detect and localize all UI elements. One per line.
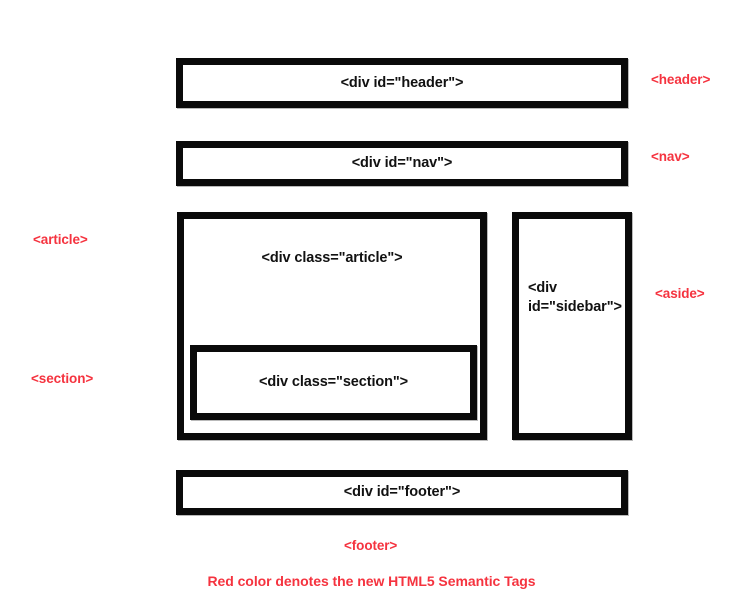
box-article-label: <div class="article">	[261, 250, 403, 266]
semantic-tag-article: <article>	[33, 232, 88, 247]
semantic-tag-section: <section>	[31, 371, 94, 386]
box-nav: <div id="nav">	[176, 141, 628, 186]
box-section: <div class="section">	[190, 345, 477, 420]
box-header: <div id="header">	[176, 58, 628, 108]
box-sidebar: <div id="sidebar">	[512, 212, 632, 440]
semantic-tag-aside: <aside>	[655, 286, 705, 301]
diagram-caption: Red color denotes the new HTML5 Semantic…	[207, 573, 536, 589]
semantic-tag-header: <header>	[651, 72, 711, 87]
semantic-tag-nav: <nav>	[651, 149, 690, 164]
semantic-tag-footer: <footer>	[344, 538, 398, 553]
box-header-label: <div id="header">	[340, 74, 464, 91]
box-sidebar-label: <div id="sidebar">	[528, 280, 622, 315]
box-nav-label: <div id="nav">	[351, 155, 453, 172]
box-footer: <div id="footer">	[176, 470, 628, 515]
box-section-label: <div class="section">	[258, 374, 409, 391]
box-footer-label: <div id="footer">	[343, 484, 461, 501]
